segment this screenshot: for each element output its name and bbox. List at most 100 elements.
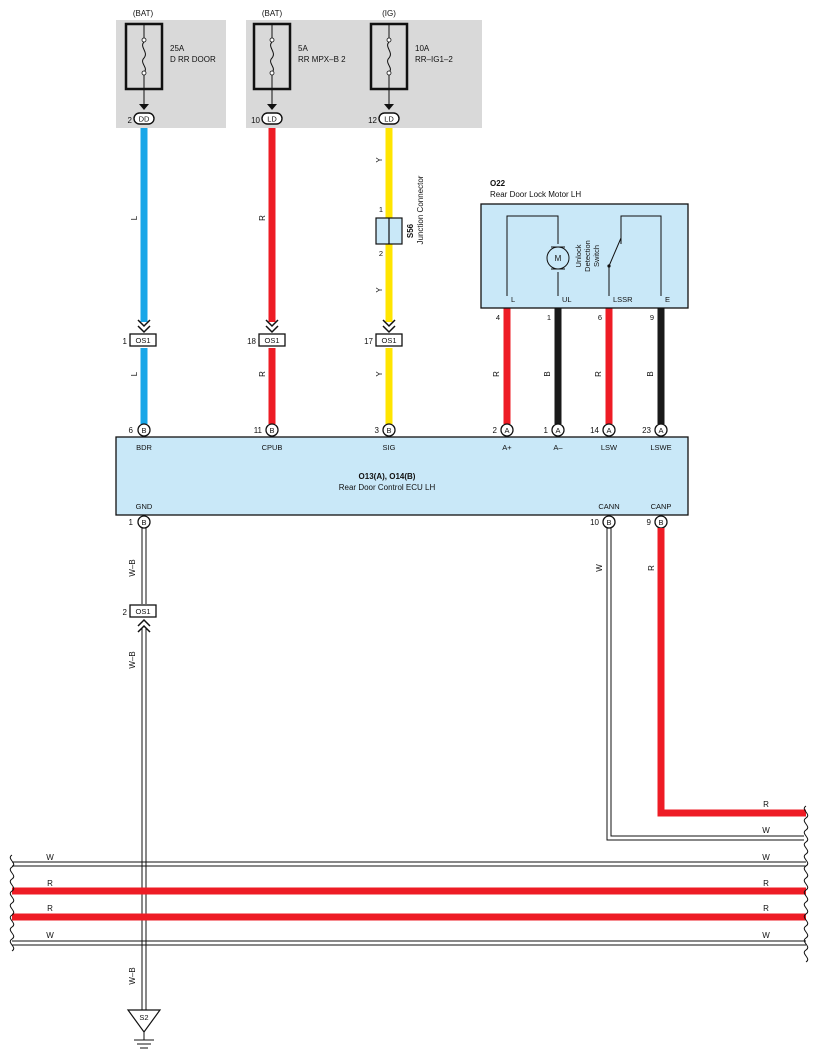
ecu-housing: [115, 436, 689, 516]
bus-wires: R W W W R R R R W W: [9, 800, 809, 963]
pin-number: 10: [251, 116, 260, 125]
pin-number: 12: [368, 116, 377, 125]
svg-text:1: 1: [129, 518, 134, 527]
bus-label: W: [46, 853, 54, 862]
ground-point-icon: [126, 1009, 162, 1034]
fuse-pin-1: 2 DD: [128, 104, 155, 125]
pin-name: CPUB: [262, 443, 283, 452]
pin-number: 1: [123, 337, 128, 346]
bus-label: R: [763, 879, 769, 888]
ecu-pin-cann: CANN 10 B: [590, 502, 620, 529]
inline-connector-2: 18 OS1: [247, 319, 286, 347]
fuse-3: (IG) 10A RR–IG1–2: [369, 9, 453, 104]
pin-number: 2: [123, 608, 128, 617]
bus-label: R: [763, 800, 769, 809]
svg-text:9: 9: [647, 518, 652, 527]
wire-color-label: Y: [375, 371, 384, 377]
fuse-source: (BAT): [262, 9, 283, 18]
connector-id: OS1: [264, 336, 279, 345]
motor-housing: [480, 203, 689, 309]
bus-label: W: [762, 826, 770, 835]
fuse-1: (BAT) 25A D RR DOOR: [124, 9, 216, 104]
svg-text:1: 1: [544, 426, 549, 435]
fuse-panel-right: [246, 20, 482, 128]
pin-name: CANP: [651, 502, 672, 511]
svg-text:B: B: [141, 426, 146, 435]
connector-code: LD: [267, 115, 277, 124]
terminal-pin: 9: [650, 313, 654, 322]
terminal-pin: 1: [547, 313, 551, 322]
cann-wire: W: [595, 528, 804, 841]
pin-name: LSW: [601, 443, 618, 452]
ecu: O13(A), O14(B) Rear Door Control ECU LH …: [115, 423, 689, 529]
break-mark-right: [803, 805, 809, 963]
pin-name: CANN: [598, 502, 619, 511]
svg-text:A: A: [504, 426, 509, 435]
svg-text:14: 14: [590, 426, 599, 435]
connector-code: DD: [139, 115, 150, 124]
terminal-name: UL: [562, 295, 572, 304]
pin-name: A+: [502, 443, 512, 452]
fuse-name: RR MPX–B 2: [298, 55, 346, 64]
svg-text:3: 3: [375, 426, 380, 435]
bus-label: W: [762, 931, 770, 940]
wire-color-label: W–B: [128, 651, 137, 668]
pin-name: A–: [553, 443, 563, 452]
junction-connector: 1 2 S56 Junction Connector: [375, 175, 425, 258]
svg-text:B: B: [141, 518, 146, 527]
motor-id: O22: [490, 179, 506, 188]
wire-color-label: W: [595, 564, 604, 572]
wire-color-label: R: [594, 371, 603, 377]
wire-color-label: R: [492, 371, 501, 377]
fuse-amp: 25A: [170, 44, 185, 53]
fuse-element-icon: [387, 41, 391, 73]
svg-text:2: 2: [493, 426, 498, 435]
svg-text:23: 23: [642, 426, 651, 435]
pin-name: BDR: [136, 443, 152, 452]
wire-color-label: R: [647, 565, 656, 571]
fuse-pin-3: 12 LD: [368, 104, 400, 125]
break-mark-left: [9, 854, 15, 952]
fuse-source: (IG): [382, 9, 396, 18]
ecu-pin-cpub: 11 B CPUB: [254, 423, 283, 452]
svg-text:A: A: [606, 426, 611, 435]
door-lock-motor: O22 Rear Door Lock Motor LH M Unlock Det…: [480, 179, 689, 322]
fuse-element-icon: [142, 41, 146, 73]
switch-label-line: Detection: [583, 240, 592, 272]
svg-text:B: B: [658, 518, 663, 527]
motor-name: Rear Door Lock Motor LH: [490, 190, 581, 199]
svg-text:A: A: [658, 426, 663, 435]
ecu-pin-a-plus: 2 A A+: [493, 423, 514, 452]
fuse-source: (BAT): [133, 9, 154, 18]
fuse-panel-bat: [116, 20, 226, 128]
wire-color-label: L: [130, 371, 139, 376]
inline-connector-1: 1 OS1: [123, 319, 157, 347]
ecu-pin-a-minus: 1 A A–: [544, 423, 565, 452]
terminal-name: L: [511, 295, 515, 304]
ground-point-id: S2: [139, 1013, 148, 1022]
connector-id: OS1: [381, 336, 396, 345]
fuse-2: (BAT) 5A RR MPX–B 2: [252, 9, 346, 104]
bus-label: R: [763, 904, 769, 913]
wire-color-label: R: [258, 371, 267, 377]
ecu-pin-sig: 3 B SIG: [375, 423, 396, 452]
junction-name: Junction Connector: [416, 175, 425, 244]
pin-name: GND: [136, 502, 153, 511]
svg-text:11: 11: [254, 426, 263, 435]
ground-wire: W–B W–B W–B 2 OS1 S2: [123, 528, 162, 1049]
connector-id: OS1: [135, 336, 150, 345]
pin-number: 18: [247, 337, 256, 346]
terminal-pin: 6: [598, 313, 602, 322]
bus-label: W: [46, 931, 54, 940]
wire-color-label: Y: [375, 287, 384, 293]
wire-color-label: R: [258, 215, 267, 221]
connector-id: OS1: [135, 607, 150, 616]
bus-label: R: [47, 879, 53, 888]
junction-id: S56: [406, 223, 415, 238]
pin-number: 2: [128, 116, 133, 125]
junction-pin-top: 1: [379, 205, 383, 214]
svg-text:A: A: [555, 426, 560, 435]
wire-color-label: L: [130, 215, 139, 220]
svg-text:B: B: [386, 426, 391, 435]
